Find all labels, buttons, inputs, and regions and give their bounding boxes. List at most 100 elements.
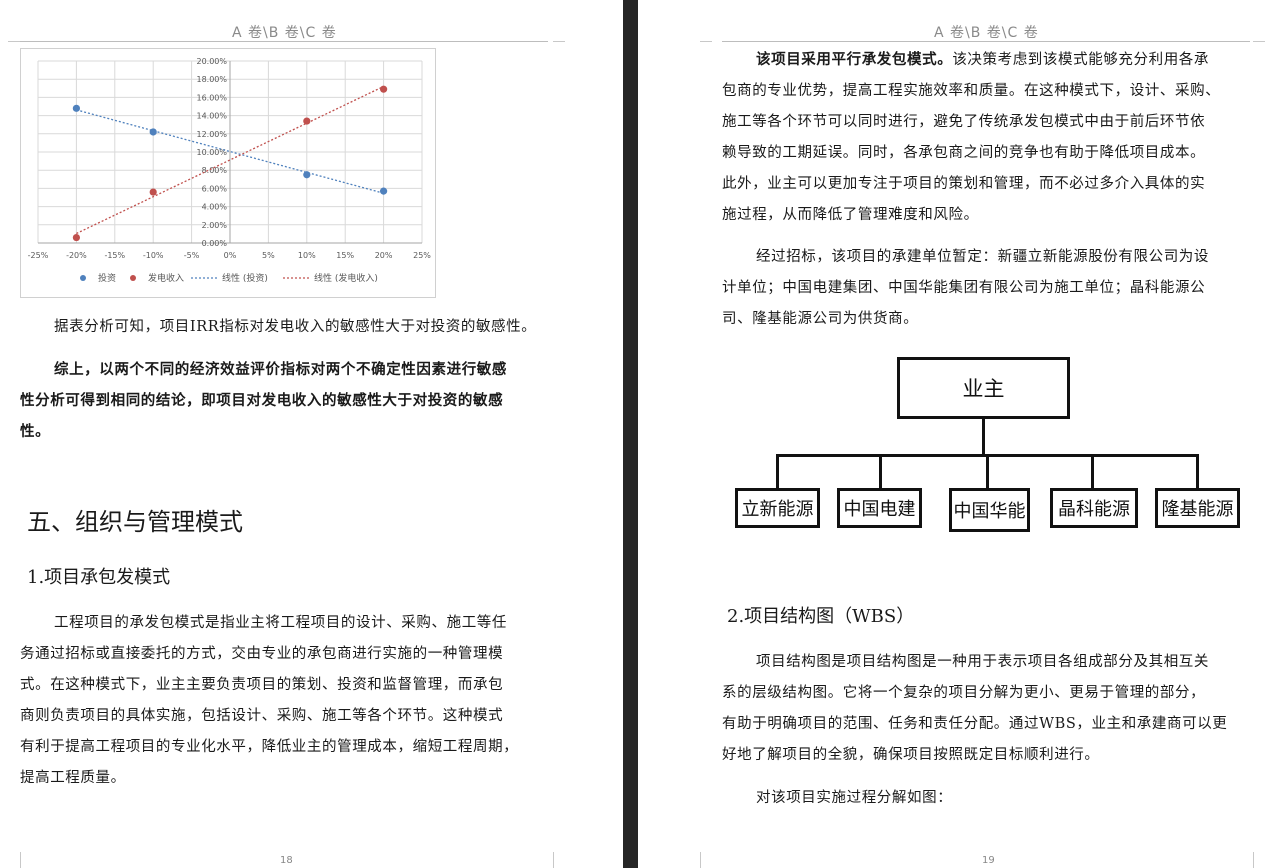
text-line: 有利于提高工程项目的专业化水平，降低业主的管理成本，缩短工程周期， — [20, 739, 519, 755]
text-line: 司、隆基能源公司为供货商。 — [722, 311, 919, 327]
page-header-text: A 卷\B 卷\C 卷 — [232, 25, 337, 41]
text-line: 经过招标，该项目的承建单位暂定：新疆立新能源股份有限公司为设 — [756, 249, 1209, 265]
legend-label: 投资 — [98, 272, 116, 284]
connector-line — [982, 419, 985, 456]
legend-marker — [130, 275, 136, 281]
x-tick-label: -20% — [66, 251, 87, 260]
x-tick-label: 0% — [224, 251, 237, 260]
text-line: 工程项目的承发包模式是指业主将工程项目的设计、采购、施工等任 — [54, 615, 507, 631]
y-tick-label: 2.00% — [202, 221, 228, 230]
crop-mark — [700, 41, 712, 42]
text-line: 式。在这种模式下，业主主要负责项目的策划、投资和监督管理，而承包 — [20, 677, 504, 693]
org-node-longi: 隆基能源 — [1155, 488, 1240, 528]
x-tick-label: -10% — [143, 251, 164, 260]
y-tick-label: 4.00% — [202, 203, 228, 212]
org-node-jinko: 晶科能源 — [1050, 488, 1138, 528]
text-line: 此外，业主可以更加专注于项目的策划和管理，而不必过多介入具体的实 — [722, 176, 1206, 192]
text-line: 施过程，从而降低了管理难度和风险。 — [722, 207, 979, 223]
text-line: 施工等各个环节可以同时进行，避免了传统承发包模式中由于前后环节依 — [722, 114, 1206, 130]
legend-marker — [80, 275, 86, 281]
page-number: 18 — [280, 855, 293, 866]
paragraph-bidding-result: 经过招标，该项目的承建单位暂定：新疆立新能源股份有限公司为设 计单位；中国电建集… — [722, 242, 1262, 335]
text-line: 赖导致的工期延误。同时，各承包商之间的竞争也有助于降低项目成本。 — [722, 145, 1206, 161]
data-point — [149, 128, 157, 136]
paragraph-irr-analysis: 据表分析可知，项目IRR指标对发电收入的敏感性大于对投资的敏感性。 — [54, 319, 537, 335]
data-point — [72, 104, 80, 112]
data-point — [149, 188, 157, 196]
page-divider — [623, 0, 638, 868]
header-rule — [722, 41, 1250, 42]
org-node-powerchina: 中国电建 — [837, 488, 922, 528]
crop-mark — [8, 41, 20, 42]
data-point — [380, 187, 388, 195]
crop-mark — [1253, 852, 1254, 868]
x-tick-label: -5% — [184, 251, 200, 260]
page-number: 19 — [982, 855, 995, 866]
y-tick-label: 0.00% — [202, 239, 228, 248]
crop-mark — [553, 852, 554, 868]
data-point — [72, 233, 80, 242]
crop-mark — [700, 852, 701, 868]
header-rule — [20, 41, 548, 42]
lead-sentence: 该项目采用平行承发包模式。 — [756, 51, 953, 68]
y-tick-label: 6.00% — [202, 184, 228, 193]
data-point — [380, 85, 388, 93]
paragraph-conclusion: 综上，以两个不同的经济效益评价指标对两个不确定性因素进行敏感 性分析可得到相同的… — [20, 354, 580, 447]
legend-label: 发电收入 — [148, 272, 184, 284]
x-tick-label: 20% — [375, 251, 393, 260]
text-line: 好地了解项目的全貌，确保项目按照既定目标顺利进行。 — [722, 747, 1100, 763]
page-header-text: A 卷\B 卷\C 卷 — [934, 25, 1039, 41]
y-tick-label: 12.00% — [196, 130, 227, 139]
text-line: 系的层级结构图。它将一个复杂的项目分解为更小、更易于管理的部分， — [722, 685, 1206, 701]
trendline — [76, 109, 384, 194]
text-line: 商则负责项目的具体实施，包括设计、采购、施工等各个环节。这种模式 — [20, 708, 504, 724]
org-node-owner: 业主 — [897, 357, 1070, 419]
text-line: 包商的专业优势，提高工程实施效率和质量。在这种模式下，设计、采购、 — [722, 83, 1221, 99]
y-tick-label: 10.00% — [196, 148, 227, 157]
text-line: 性。 — [20, 423, 51, 440]
text-line: 务通过招标或直接委托的方式，交由专业的承包商进行实施的一种管理模 — [20, 646, 504, 662]
subsection-heading-wbs: 2.项目结构图（WBS） — [727, 606, 915, 627]
org-node-huaneng: 中国华能 — [949, 488, 1030, 532]
x-tick-label: 5% — [262, 251, 275, 260]
text-line: 有助于明确项目的范围、任务和责任分配。通过WBS，业主和承建商可以更 — [722, 716, 1228, 732]
data-point — [303, 171, 311, 179]
document-page-left: A 卷\B 卷\C 卷 0.00% 2.00% 4.00% 6.00% 8.00% 10.… — [0, 0, 623, 868]
x-tick-label: 10% — [298, 251, 316, 260]
legend-label: 线性 (投资) — [222, 272, 268, 284]
org-chart: 业主 立新能源 中国电建 中国华能 晶科能源 隆基能源 — [735, 357, 1240, 532]
connector-line — [879, 454, 882, 488]
subsection-heading: 1.项目承包发模式 — [27, 567, 171, 588]
x-tick-label: -15% — [104, 251, 125, 260]
y-tick-label: 20.00% — [196, 57, 227, 66]
x-tick-label: 25% — [413, 251, 431, 260]
y-tick-label: 8.00% — [202, 166, 228, 175]
data-point — [303, 117, 311, 125]
text-line: 项目结构图是项目结构图是一种用于表示项目各组成部分及其相互关 — [756, 654, 1209, 670]
paragraph-contract-mode: 工程项目的承发包模式是指业主将工程项目的设计、采购、施工等任 务通过招标或直接委… — [20, 608, 580, 794]
y-tick-label: 18.00% — [196, 75, 227, 84]
crop-mark — [1253, 41, 1265, 42]
crop-mark — [20, 852, 21, 868]
chart-svg: 0.00% 2.00% 4.00% 6.00% 8.00% 10.00% 12.00% 14.… — [28, 57, 432, 284]
connector-line — [1196, 454, 1199, 488]
text-line: 提高工程质量。 — [20, 770, 126, 786]
y-tick-label: 14.00% — [196, 112, 227, 121]
paragraph-decomposition: 对该项目实施过程分解如图： — [756, 790, 953, 806]
crop-mark — [553, 41, 565, 42]
text-span: 该决策考虑到该模式能够充分利用各承 — [952, 52, 1210, 68]
text-line: 性分析可得到相同的结论，即项目对发电收入的敏感性大于对投资的敏感 — [20, 392, 504, 409]
document-page-right: A 卷\B 卷\C 卷 该项目采用平行承发包模式。该决策考虑到该模式能够充分利用… — [638, 0, 1280, 868]
trendline — [76, 85, 384, 235]
text-line: 计单位；中国电建集团、中国华能集团有限公司为施工单位；晶科能源公 — [722, 280, 1206, 296]
org-node-lixin: 立新能源 — [735, 488, 820, 528]
text-line: 综上，以两个不同的经济效益评价指标对两个不确定性因素进行敏感 — [54, 361, 507, 378]
connector-line — [776, 454, 779, 488]
y-tick-label: 16.00% — [196, 93, 227, 102]
sensitivity-chart: 0.00% 2.00% 4.00% 6.00% 8.00% 10.00% 12.00% 14.… — [20, 48, 436, 298]
paragraph-wbs: 项目结构图是项目结构图是一种用于表示项目各组成部分及其相互关 系的层级结构图。它… — [722, 647, 1262, 771]
connector-line — [1091, 454, 1094, 488]
x-tick-label: -25% — [28, 251, 49, 260]
connector-line — [986, 454, 989, 488]
x-tick-label: 15% — [336, 251, 354, 260]
